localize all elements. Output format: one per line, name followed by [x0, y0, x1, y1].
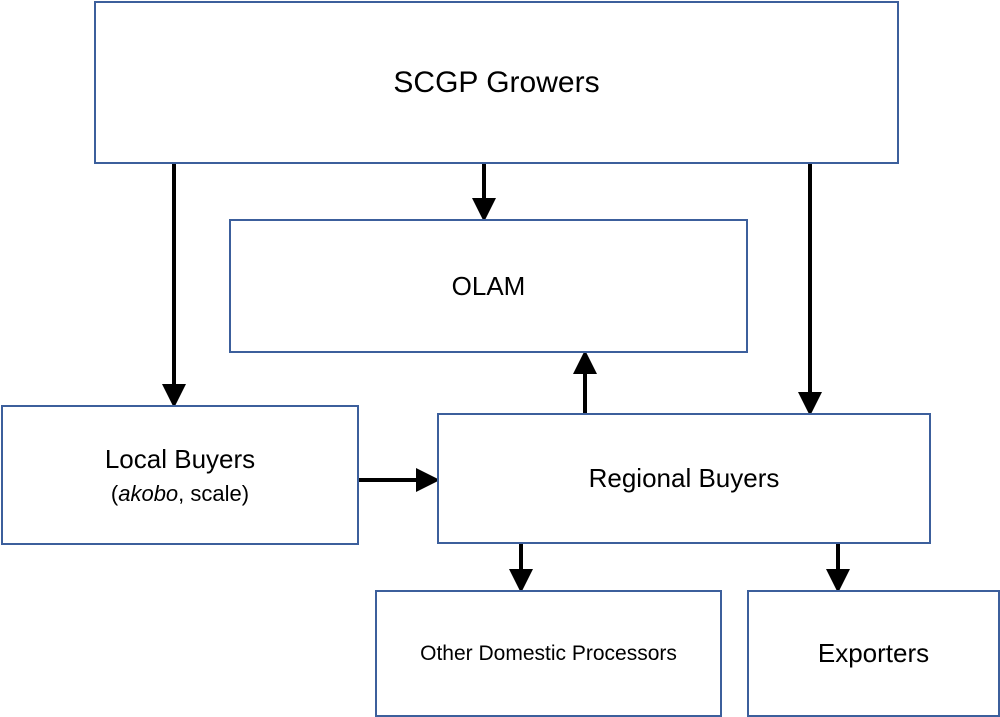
node-other-domestic-processors: Other Domestic Processors	[375, 590, 722, 717]
sublabel-italic: akobo	[118, 480, 179, 506]
node-label: SCGP Growers	[393, 65, 600, 99]
node-label: Other Domestic Processors	[420, 641, 677, 665]
node-scgp-growers: SCGP Growers	[94, 1, 899, 164]
node-olam: OLAM	[229, 219, 748, 353]
node-regional-buyers: Regional Buyers	[437, 413, 931, 544]
node-exporters: Exporters	[747, 590, 1000, 717]
node-local-buyers: Local Buyers (akobo, scale)	[1, 405, 359, 545]
sublabel-open: (	[110, 480, 119, 506]
node-sublabel: (akobo, scale)	[111, 481, 249, 507]
node-label: Exporters	[817, 638, 930, 668]
node-label: OLAM	[451, 270, 526, 301]
sublabel-rest: , scale)	[178, 480, 250, 506]
node-label: Local Buyers	[104, 443, 256, 474]
node-label: Regional Buyers	[588, 463, 780, 493]
